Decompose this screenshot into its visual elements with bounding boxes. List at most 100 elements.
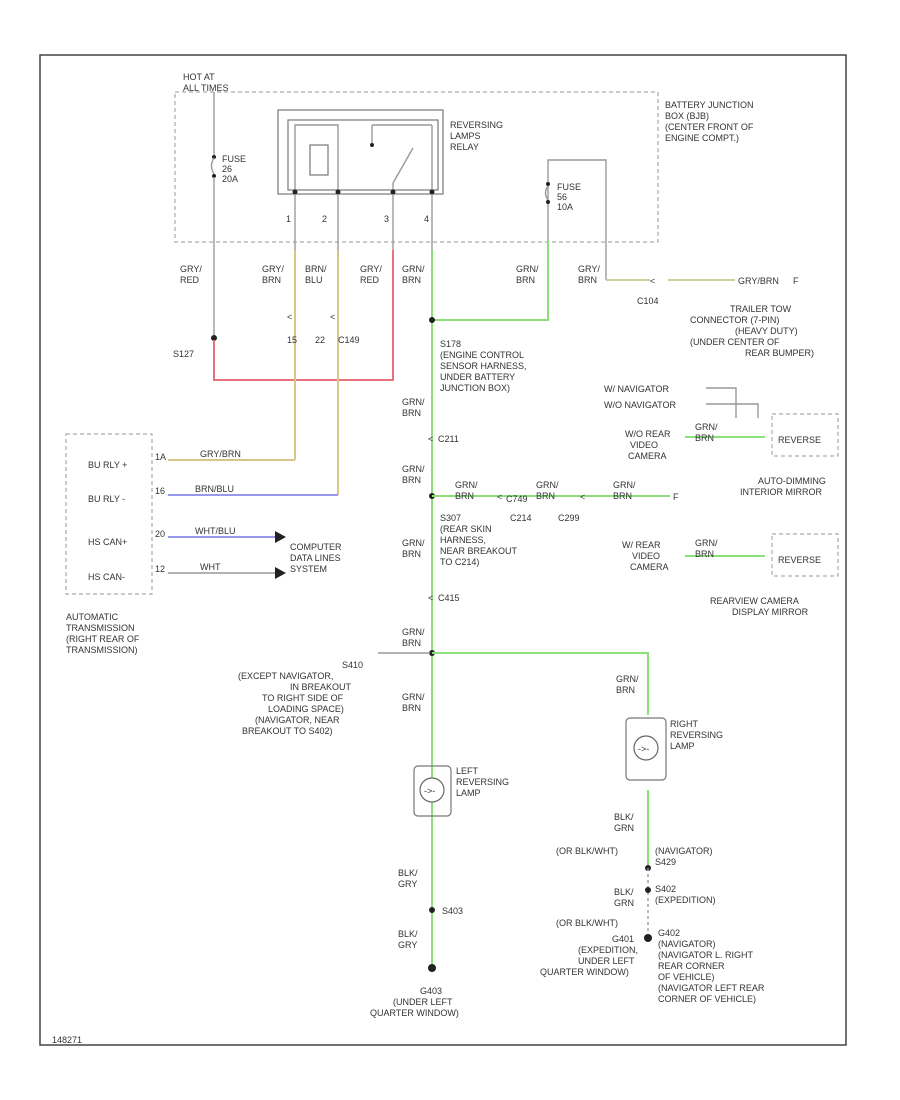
fuse-56-bottom-terminal (546, 200, 550, 204)
hot-at-all-times-label: HOT AT ALL TIMES (183, 72, 229, 93)
navigator-branch-wire (706, 387, 737, 418)
tcm-pin-bu-rly-minus: BU RLY - (88, 494, 125, 504)
reversing-lamps-relay-inner (287, 119, 439, 191)
wire-label-grnbrn-s410: GRN/BRN (402, 627, 425, 648)
wire-label-grnbrn-left-lamp: GRN/BRN (402, 692, 425, 713)
wire-label-blkgrn-1: BLK/GRN (614, 812, 634, 833)
gryred-loop-wire (213, 250, 394, 381)
c211-label: C211 (438, 434, 459, 444)
tcm-pin-num-2: 16 (155, 486, 165, 496)
c299-connector: < (580, 492, 585, 502)
wire-label-grnbrn-main: GRN/BRN (402, 264, 425, 285)
c149-connector-22: < (330, 312, 335, 322)
wire-label-grybrn: GRY/BRN (262, 264, 284, 285)
relay-switch-arm (392, 147, 414, 184)
trailer-tow-pin-label: F (793, 276, 799, 286)
wire-label-grnbrn-s307b: GRN/BRN (455, 480, 478, 501)
c214-label: C214 (510, 513, 532, 523)
rearview-mirror-outline (771, 533, 839, 577)
fuse-26-bottom-terminal (212, 174, 216, 178)
navigator-note: W/ NAVIGATOR W/O NAVIGATOR (604, 384, 677, 410)
c149-pin-15-label: 15 (287, 335, 297, 345)
or-blkwht-label-1: (OR BLK/WHT) (556, 846, 618, 856)
relay-coil-icon (309, 144, 329, 176)
w-o-rear-video-label: W/O REAR VIDEO CAMERA (625, 429, 673, 461)
rearview-mirror-label: REARVIEW CAMERA DISPLAY MIRROR (710, 596, 809, 617)
bjb-label: BATTERY JUNCTION BOX (BJB) (CENTER FRONT… (665, 100, 756, 143)
relay-pin-3 (390, 189, 396, 195)
tcm-pin-hs-can-plus: HS CAN+ (88, 537, 127, 547)
splice-s402 (645, 887, 651, 893)
s410-label: S410 (EXCEPT NAVIGATOR, IN BREAKOUT TO R… (238, 660, 366, 736)
right-reversing-lamp-housing (625, 717, 667, 781)
tcm-outline (65, 433, 153, 595)
tcm-wire-label-grybrn: GRY/BRN (200, 449, 241, 459)
relay-pin-4 (429, 189, 435, 195)
relay-pin-label-4: 4 (424, 214, 429, 224)
tcm-wire-label-whtblu: WHT/BLU (195, 526, 236, 536)
w-rear-video-label: W/ REAR VIDEO CAMERA (622, 540, 669, 572)
wire-label-blkgry-1: BLK/GRY (398, 868, 418, 889)
tcm-pin-num-3: 20 (155, 529, 165, 539)
fuse-56-label: FUSE 56 10A (557, 182, 584, 212)
c104-connector-symbol: < (650, 276, 655, 286)
relay-label: REVERSING LAMPS RELAY (450, 120, 506, 152)
auto-dimming-mirror-outline (771, 413, 839, 457)
non-navigator-branch-wire (706, 403, 759, 418)
ground-g403-icon (428, 964, 436, 972)
lamp-filament-icon: ->- (424, 786, 435, 796)
rearview-wire-label: GRN/BRN (695, 538, 718, 559)
right-lamp-label: RIGHT REVERSING LAMP (670, 719, 726, 751)
fuse-56-top-terminal (546, 182, 550, 186)
tcm-pin-bu-rly-plus: BU RLY + (88, 460, 127, 470)
wire-label-grnbrn-s307d: GRN/BRN (613, 480, 636, 501)
wire-label-blkgry-2: BLK/GRY (398, 929, 418, 950)
relay-pin-2 (335, 189, 341, 195)
tcm-pin-num-1: 1A (155, 452, 166, 462)
c749-label: C749 (506, 494, 528, 504)
auto-dimming-mirror-label: AUTO-DIMMING INTERIOR MIRROR (740, 476, 828, 497)
rearview-reverse-label: REVERSE (778, 555, 821, 565)
arrow-right-icon (275, 567, 286, 579)
trailer-tow-wire-label: GRY/BRN (738, 276, 779, 286)
auto-dimming-wire-label: GRN/BRN (695, 422, 718, 443)
tcm-label: AUTOMATIC TRANSMISSION (RIGHT REAR OF TR… (66, 612, 142, 655)
navigator-s429-label: (NAVIGATOR) S429 (655, 846, 715, 867)
c415-connector: < (428, 593, 433, 603)
c104-label: C104 (637, 296, 659, 306)
s127-label: S127 (173, 349, 194, 359)
right-reversing-lamp-bulb-icon (633, 735, 659, 761)
c749-connector: < (497, 492, 502, 502)
ground-g401-icon (644, 934, 652, 942)
c149-label: C149 (338, 335, 360, 345)
lamp-filament-icon: ->- (638, 744, 649, 754)
wire-label-brnblu: BRN/BLU (305, 264, 327, 285)
wire-label-grnbrn-s307a: GRN/BRN (402, 464, 425, 485)
s402-label: S402 (EXPEDITION) (655, 884, 716, 905)
s178-label: S178 (ENGINE CONTROL SENSOR HARNESS, UND… (440, 339, 529, 393)
fuse-26-icon (210, 157, 215, 175)
computer-data-lines-label: COMPUTER DATA LINES SYSTEM (290, 542, 344, 574)
wire-label-grnbrn-lower: GRN/BRN (402, 538, 425, 559)
splice-s403 (429, 907, 435, 913)
wire-label-gryred-2: GRY/RED (360, 264, 382, 285)
c149-connector-15: < (287, 312, 292, 322)
relay-pin-label-1: 1 (286, 214, 291, 224)
arrow-right-icon (275, 531, 286, 543)
s403-label: S403 (442, 906, 463, 916)
relay-switch-contact (370, 143, 374, 147)
splice-s127 (211, 335, 217, 341)
diagram-frame (39, 54, 847, 1046)
wire-label-grnbrn-s307c: GRN/BRN (536, 480, 559, 501)
battery-junction-box-outline (174, 91, 659, 243)
diagram-code: 148271 (52, 1035, 82, 1045)
s307-branch-arrow: F (673, 492, 679, 502)
fuse-56-grnbrn-wire (432, 240, 549, 321)
wire-label-grnbrn-upper: GRN/BRN (402, 397, 425, 418)
relay-pin-label-3: 3 (384, 214, 389, 224)
wire-label-blkgrn-2: BLK/GRN (614, 887, 634, 908)
c149-pin-22-label: 22 (315, 335, 325, 345)
c211-connector: < (428, 434, 433, 444)
relay-pin-label-2: 2 (322, 214, 327, 224)
